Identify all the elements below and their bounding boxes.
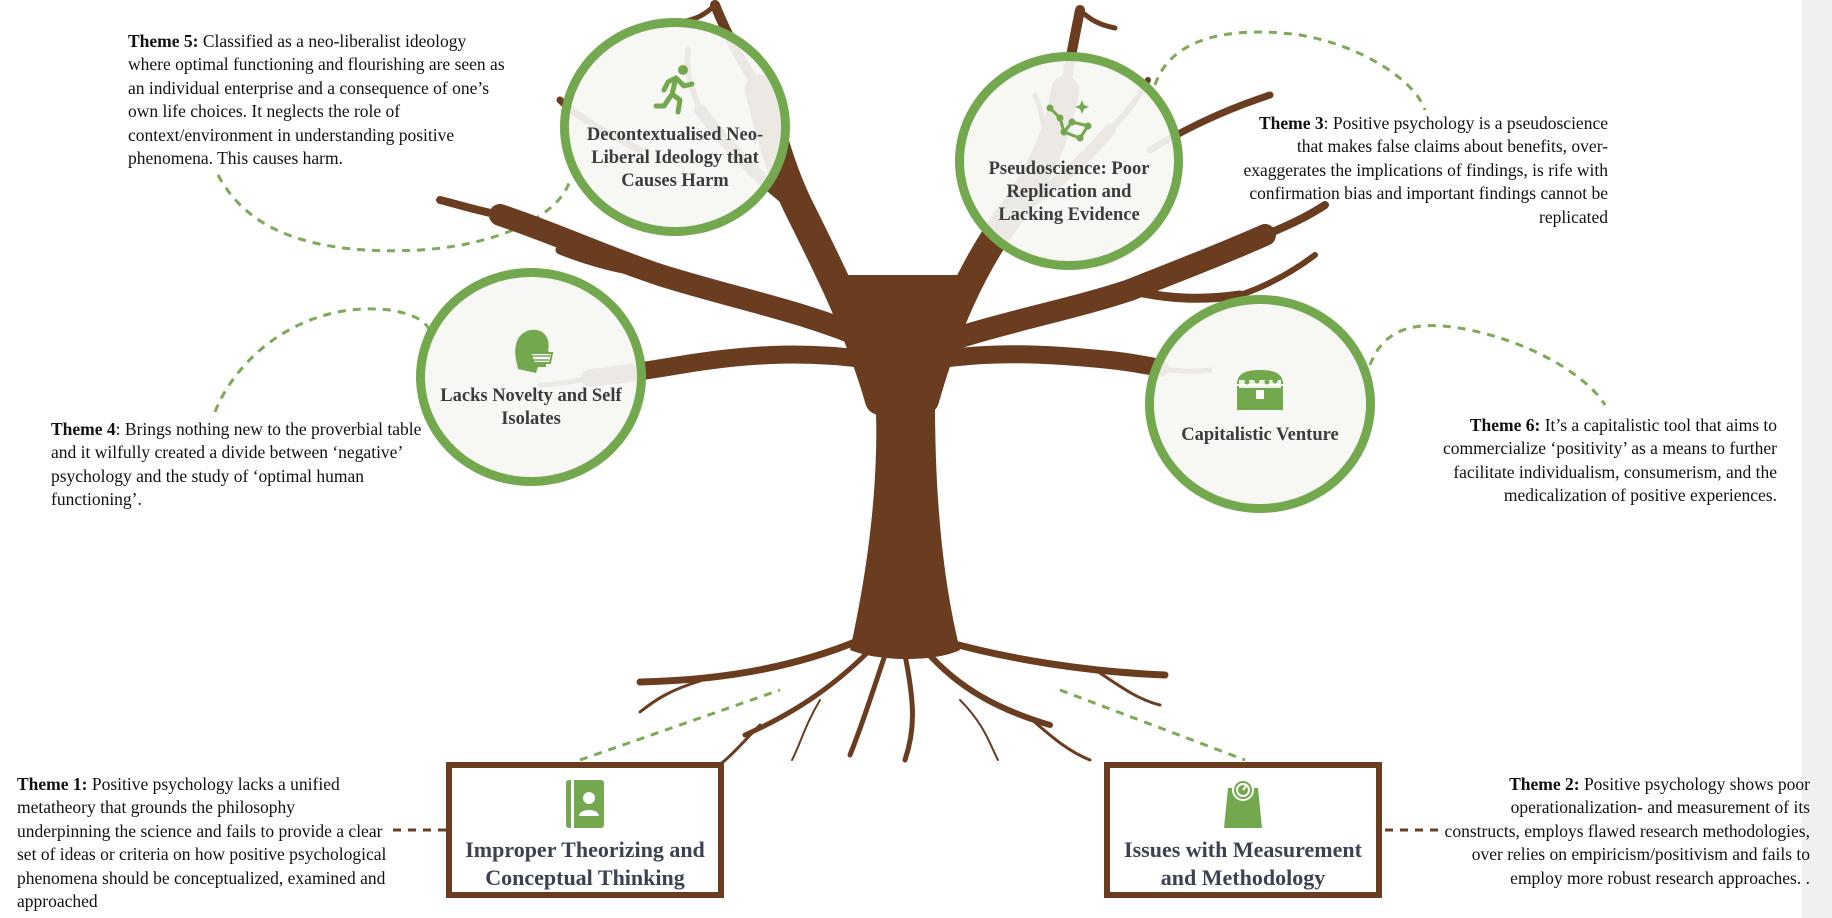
theme5-text: Theme 5: Classified as a neo-liberalist …: [128, 31, 505, 169]
theme1-text: Theme 1: Positive psychology lacks a uni…: [17, 774, 387, 912]
constellation-icon: [1046, 99, 1092, 141]
node-theorizing: Improper Theorizing and Conceptual Think…: [446, 762, 724, 898]
theme3-text: Theme 3: Positive psychology is a pseudo…: [1243, 113, 1609, 227]
connector-theme4: [213, 307, 432, 413]
masked-head-icon: [515, 329, 554, 373]
dashed-connectors: [213, 30, 1607, 762]
connector-theme5: [216, 174, 572, 253]
node-capitalistic: Capitalistic Venture: [1145, 295, 1375, 513]
connector-theme6: [1368, 324, 1607, 406]
node-pseudoscience: Pseudoscience: Poor Replication and Lack…: [955, 52, 1183, 270]
theme6-text: Theme 6: It’s a capitalistic tool that a…: [1443, 415, 1777, 506]
connector-theme2-root: [1059, 688, 1246, 762]
connector-theme3: [1153, 30, 1427, 111]
connector-theme1-root: [579, 688, 781, 762]
theme2-text: Theme 2: Positive psychology shows poor …: [1444, 774, 1810, 888]
theme4-text: Theme 4: Brings nothing new to the prove…: [51, 419, 422, 510]
node-measurement: Issues with Measurement and Methodology: [1104, 762, 1382, 898]
edge-strip: [1802, 0, 1832, 918]
node-measurement-label: Issues with Measurement and Methodology: [1124, 837, 1362, 890]
node-pseudoscience-label: Pseudoscience: Poor Replication and Lack…: [988, 158, 1150, 225]
node-neo-liberal-label: Decontextualised Neo-Liberal Ideology th…: [586, 124, 764, 191]
node-neo-liberal: Decontextualised Neo-Liberal Ideology th…: [560, 18, 790, 236]
contact-book-icon: [566, 780, 604, 828]
node-novelty-label: Lacks Novelty and Self Isolates: [440, 386, 622, 429]
weighing-scale-icon: [1224, 779, 1262, 828]
running-person-icon: [653, 64, 695, 114]
tree-roots: [636, 636, 1169, 770]
node-theorizing-label: Improper Theorizing and Conceptual Think…: [465, 837, 705, 890]
treasure-chest-icon: [1237, 369, 1283, 410]
node-novelty: Lacks Novelty and Self Isolates: [416, 268, 646, 486]
node-capitalistic-label: Capitalistic Venture: [1181, 424, 1339, 445]
